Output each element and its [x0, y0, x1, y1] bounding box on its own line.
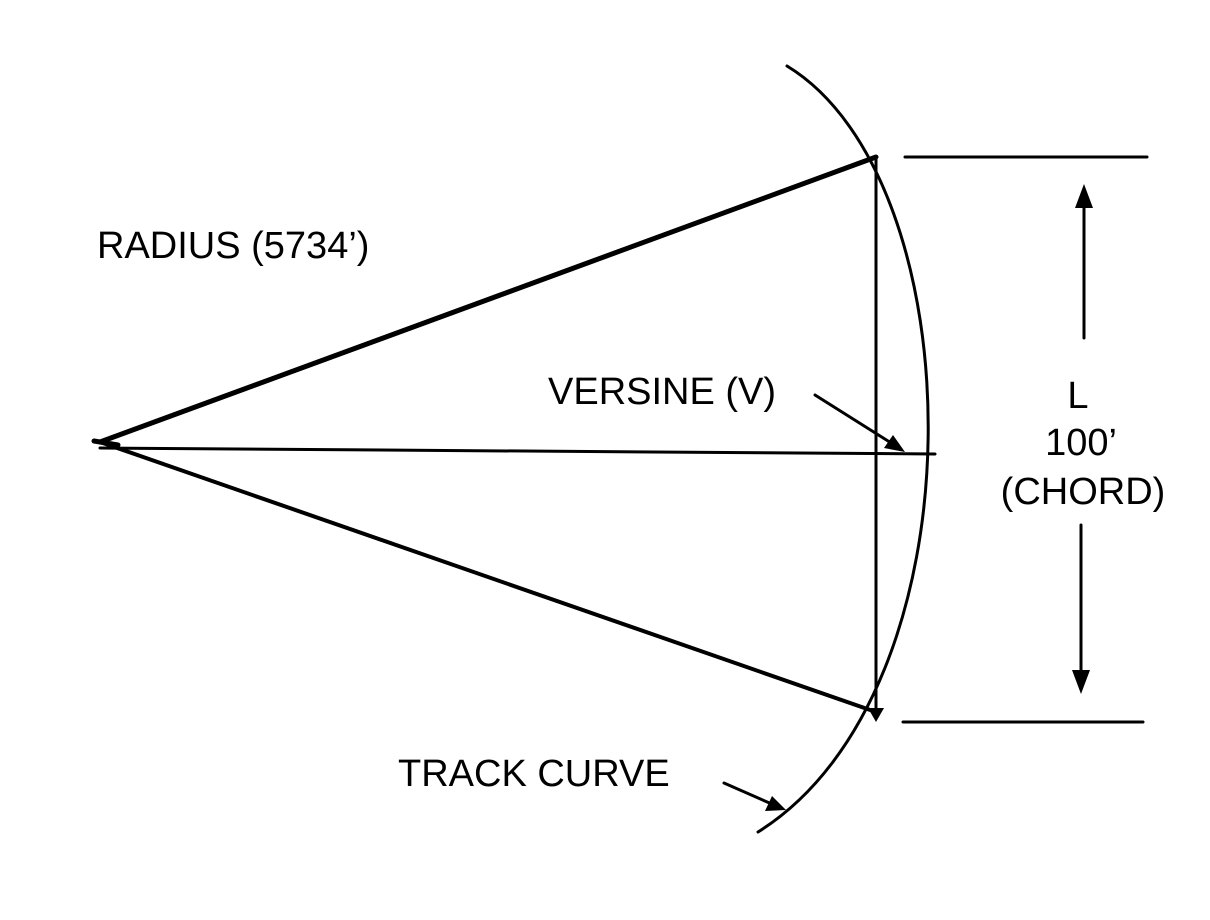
versine-label: VERSINE (V): [548, 371, 776, 413]
chord-letter-label: L: [1067, 375, 1088, 417]
center-line: [98, 446, 937, 456]
upper-radius-line: [97, 154, 879, 445]
chord-name-label: (CHORD): [1001, 471, 1166, 513]
dimension-arrow-up-head: [1075, 184, 1093, 208]
track-curve-leader-arrowhead: [765, 796, 786, 811]
radius-label: RADIUS (5734’): [97, 225, 369, 267]
versine-leader-line: [813, 393, 898, 448]
center-point-mark: [91, 438, 121, 448]
versine-leader-arrowhead: [884, 435, 905, 452]
dimension-arrow-down-head: [1072, 670, 1090, 694]
lower-radius-line: [98, 440, 878, 714]
track-curve-leader-line: [722, 781, 776, 807]
chord-length-label: 100’: [1045, 422, 1117, 464]
track-curve-arc: [756, 64, 930, 834]
chord-end-arrowhead: [868, 708, 884, 722]
track-curve-label: TRACK CURVE: [398, 753, 670, 795]
